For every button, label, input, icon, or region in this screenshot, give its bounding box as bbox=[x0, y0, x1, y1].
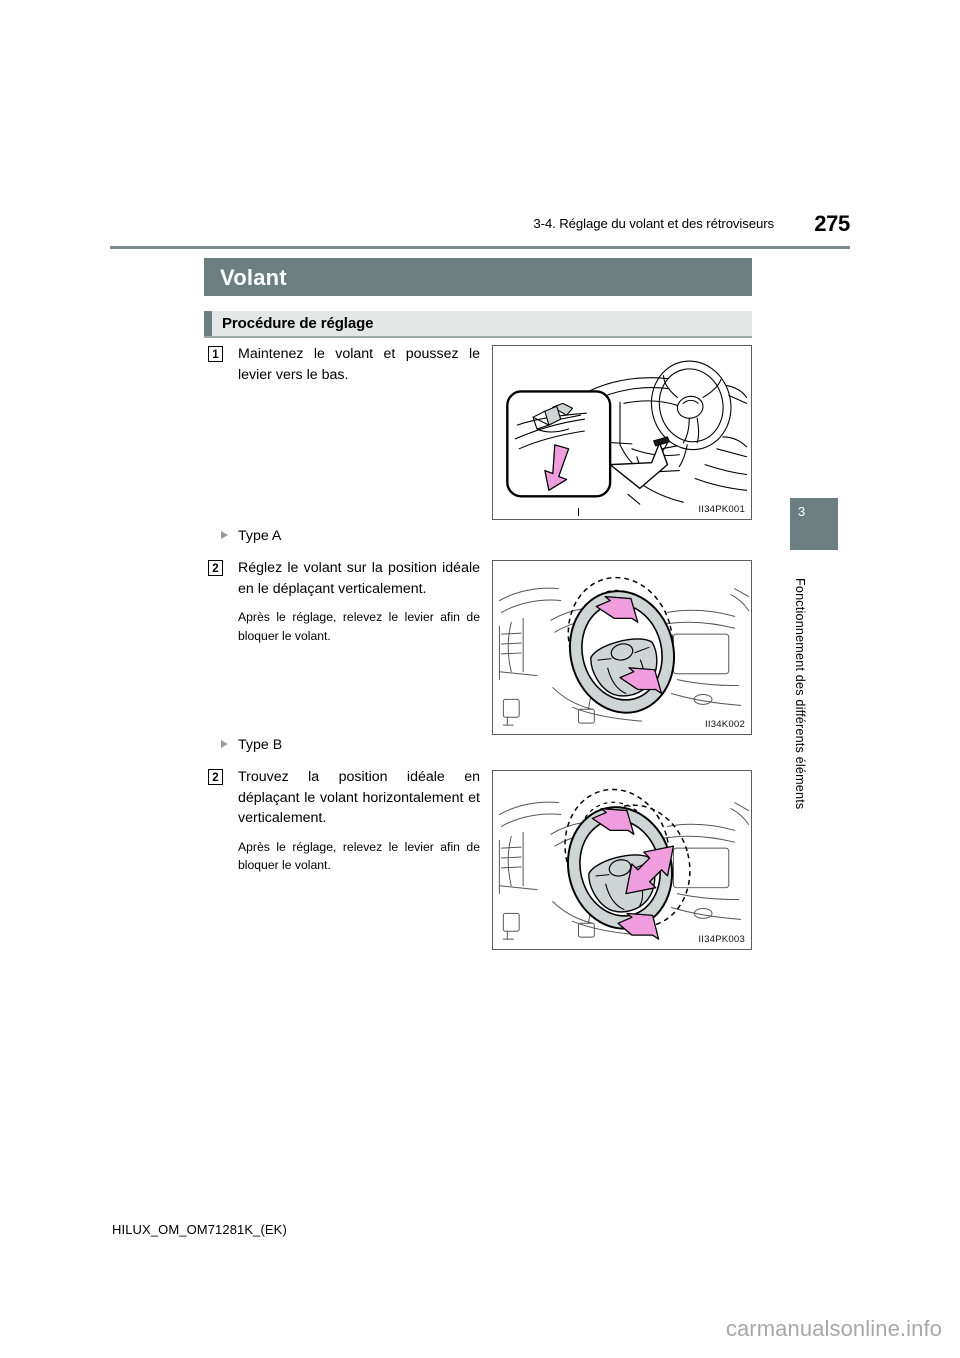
subsection-underline bbox=[204, 336, 752, 338]
document-code: HILUX_OM_OM71281K_(EK) bbox=[112, 1222, 287, 1237]
figure-dashboard-lever: II34PK001 bbox=[492, 345, 752, 520]
callout-leader bbox=[609, 442, 669, 490]
arrow-double-diagonal-pink bbox=[625, 845, 675, 895]
figure-wheel-horizontal-vertical: II34PK003 bbox=[492, 770, 752, 950]
figure-code: II34PK003 bbox=[698, 934, 745, 945]
arrow-up-pink bbox=[591, 807, 635, 835]
subsection-bar: Procédure de réglage bbox=[204, 311, 752, 336]
step-number-badge: 2 bbox=[208, 560, 223, 576]
figure-code: II34K002 bbox=[704, 719, 745, 730]
triangle-right-icon bbox=[221, 531, 228, 539]
type-heading-label: Type B bbox=[238, 737, 283, 753]
step-1-block: 1 Maintenez le volant et poussez le levi… bbox=[208, 344, 480, 385]
type-heading: Type B bbox=[208, 735, 480, 755]
header-section-title: 3-4. Réglage du volant et des rétroviseu… bbox=[533, 216, 774, 231]
step-text: Trouvez la position idéale en déplaçant … bbox=[238, 769, 480, 826]
chapter-number: 3 bbox=[798, 504, 806, 519]
step-2a-block: 2 Réglez le volant sur la position idéal… bbox=[208, 558, 480, 645]
chapter-label: Fonctionnement des différents éléments bbox=[793, 578, 807, 810]
section-title-bar: Volant bbox=[204, 258, 752, 296]
page-number: 275 bbox=[814, 211, 850, 236]
type-b-heading-block: Type B bbox=[208, 735, 480, 755]
step-text: Maintenez le volant et poussez le levier… bbox=[238, 346, 480, 383]
triangle-right-icon bbox=[221, 740, 228, 748]
step-note: Après le réglage, relevez le levier afin… bbox=[238, 610, 480, 643]
step-item: 1 Maintenez le volant et poussez le levi… bbox=[208, 344, 480, 385]
step-item: 2 Trouvez la position idéale en déplaçan… bbox=[208, 767, 480, 875]
header-rule bbox=[110, 246, 850, 249]
figure-code: II34PK001 bbox=[698, 504, 745, 515]
type-a-heading-block: Type A bbox=[208, 526, 480, 546]
step-number-badge: 1 bbox=[208, 346, 223, 362]
section-title: Volant bbox=[220, 265, 287, 290]
subsection-tab bbox=[204, 311, 212, 336]
step-2b-block: 2 Trouvez la position idéale en déplaçan… bbox=[208, 767, 480, 875]
type-heading-label: Type A bbox=[238, 528, 282, 544]
step-note: Après le réglage, relevez le levier afin… bbox=[238, 839, 480, 873]
watermark: carmanualsonline.info bbox=[725, 1316, 942, 1341]
step-item: 2 Réglez le volant sur la position idéal… bbox=[208, 558, 480, 645]
step-number-badge: 2 bbox=[208, 769, 223, 785]
page-header: 3-4. Réglage du volant et des rétroviseu… bbox=[110, 211, 850, 248]
arrow-down-pink bbox=[544, 444, 570, 491]
figure-wheel-vertical: II34K002 bbox=[492, 560, 752, 735]
step-text: Réglez le volant sur la position idéale … bbox=[238, 560, 480, 597]
arrow-up-pink bbox=[595, 595, 639, 623]
chapter-tab: 3 bbox=[790, 498, 838, 550]
type-heading: Type A bbox=[208, 526, 480, 546]
arrow-down-pink bbox=[619, 667, 663, 695]
arrow-down-pink bbox=[617, 912, 660, 940]
subsection-title: Procédure de réglage bbox=[222, 315, 374, 332]
